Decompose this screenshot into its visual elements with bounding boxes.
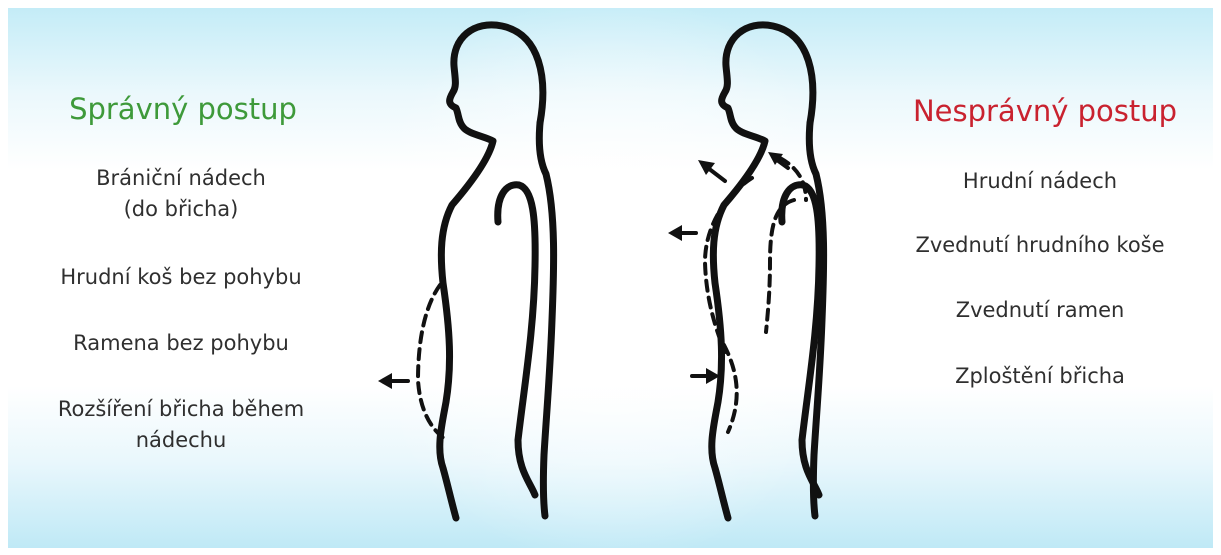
chest-up-arrow-icon bbox=[698, 160, 725, 181]
correct-breathing-figure bbox=[378, 25, 554, 518]
left-figure-back-profile bbox=[539, 123, 553, 516]
incorrect-breathing-figure bbox=[668, 25, 824, 518]
belly-in-arrow-icon bbox=[692, 368, 720, 384]
chest-forward-arrow-icon bbox=[668, 225, 696, 241]
right-figure-flat-belly-dashed bbox=[724, 345, 737, 432]
left-figure-front-profile bbox=[440, 25, 543, 518]
right-figure-front-profile bbox=[712, 25, 813, 518]
left-figure-arm bbox=[498, 185, 535, 495]
belly-out-arrow-icon bbox=[378, 373, 408, 389]
